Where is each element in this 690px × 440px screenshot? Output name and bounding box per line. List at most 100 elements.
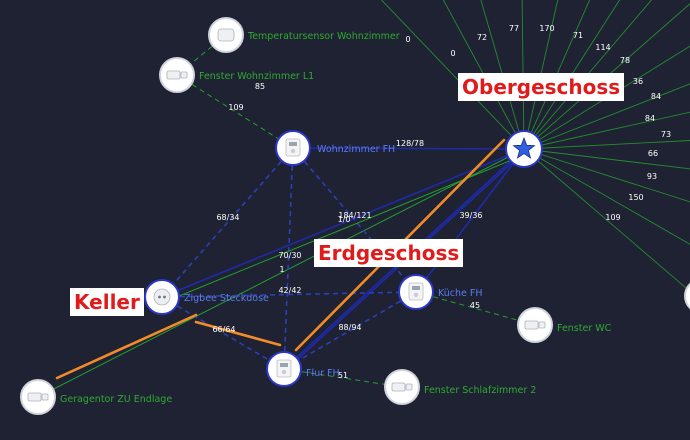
fan-link-line [523,0,653,150]
thermostat-icon [285,138,301,157]
fan-link-line [523,3,690,150]
fan-link-line [523,111,690,150]
link-label: 66/64 [212,325,235,334]
fan-link-label: 73 [661,130,671,139]
plug-icon [153,288,171,306]
fan-link-line [480,0,525,150]
node-flur-fh[interactable]: Flur FH [266,351,340,387]
fan-link-label: 150 [628,193,643,202]
fan-link-label: 72 [477,33,487,42]
node-geragentor[interactable]: Geragentor ZU Endlage [20,379,172,415]
fan-link-label: 36 [633,77,643,86]
node-wohnzimmer-fh[interactable]: Wohnzimmer FH [275,130,395,166]
fan-link-line [523,83,690,150]
link-kueche-fh-flur-fh [283,291,417,370]
link-kueche-fh-coordinator [415,148,525,293]
fan-link-label: 114 [595,43,610,52]
link-wohnzimmer-fh-kueche-fh [292,147,417,293]
link-fenster-wz-wohnzimmer-fh [176,74,294,149]
link-label: 85 [255,82,265,91]
fan-link-line [523,148,690,170]
node-label: Fenster Schlafzimmer 2 [424,385,536,396]
fan-link-label: 71 [573,31,583,40]
node-label: Wohnzimmer FH [317,144,395,155]
node-label: Geragentor ZU Endlage [60,394,172,405]
link-label: 45 [470,301,480,310]
node-label: Flur FH [306,368,340,379]
link-wohnzimmer-fh-zigbee-steckdose [161,147,294,298]
link-label: 70/30 [278,251,301,260]
fan-link-line [521,0,525,150]
contact-sensor-icon [166,70,188,80]
fan-link-line [523,140,690,150]
fan-link-line [523,0,559,150]
temperature-sensor-icon [217,28,235,42]
link-label: 68/34 [216,213,239,222]
link-zigbee-steckdose-kueche-fh [161,291,417,298]
fan-link-label: 0 [405,35,410,44]
link-label: 39/36 [459,211,482,220]
fan-link-label: 77 [509,24,519,33]
fan-link-label: 78 [620,56,630,65]
contact-sensor-icon [524,320,546,330]
link-flur-fh-fenster-sz2 [283,368,403,388]
link-wohnzimmer-fh-coordinator [292,147,525,150]
link-label: 42/42 [278,286,301,295]
fan-link-label: 109 [605,213,620,222]
link-zigbee-steckdose-flur-fh [161,296,285,370]
coordinator-fan-links [380,0,690,293]
thermostat-icon [408,282,424,301]
node-circle [684,282,690,310]
link-label: 109 [228,103,243,112]
highlight-line [55,313,198,380]
fan-link-line [380,0,525,150]
link-label: 51 [338,371,348,380]
link-label: 128/78 [396,139,424,148]
fan-link-line [523,148,690,245]
fan-link-line [523,148,690,203]
callout-obergeschoss: Obergeschoss [458,73,625,101]
star-icon [512,136,536,159]
node-zigbee-steckdose[interactable]: Zigbee Steckdose [144,279,269,315]
link-label: 1/0 [338,215,351,224]
node-fenster-sz2[interactable]: Fenster Schlafzimmer 2 [384,369,536,405]
link-label: 88/94 [338,323,361,332]
node-label: Küche FH [438,288,483,299]
contact-sensor-icon [391,382,413,392]
fan-link-label: 170 [539,24,554,33]
fan-link-line [523,148,690,293]
link-zigbee-steckdose-coordinator [161,154,525,304]
link-zigbee-steckdose-coordinator [161,148,525,298]
node-label: Fenster WC [557,323,612,334]
thermostat-icon [276,359,292,378]
link-kueche-fh-fenster-wc [415,291,536,326]
callout-keller: Keller [70,288,144,316]
node-label: Fenster Wohnzimmer L1 [199,71,314,82]
fan-link-label: 0 [450,49,455,58]
link-geragentor-coordinator [37,148,525,398]
node-kueche-fh[interactable]: Küche FH [398,274,483,310]
link-label: 1 [279,265,284,274]
node-temp-sensor[interactable]: Temperatursensor Wohnzimmer [208,17,400,53]
highlight-line [194,320,282,347]
node-fenster-wz[interactable]: Fenster Wohnzimmer L1 [159,57,314,93]
node-fenster-wc[interactable]: Fenster WC [517,307,612,343]
fan-link-line [442,0,525,150]
fan-link-line [523,0,591,150]
fan-link-label: 84 [645,114,655,123]
fan-link-line [523,0,621,150]
fan-link-label: 84 [651,92,661,101]
link-label: 184/121 [338,211,371,220]
fan-link-label: 66 [648,149,658,158]
node-label: Temperatursensor Wohnzimmer [247,31,400,42]
link-wohnzimmer-fh-flur-fh [283,147,294,370]
node-coordinator[interactable] [505,130,543,168]
node-edge-right[interactable] [684,279,690,313]
node-label: Zigbee Steckdose [184,293,269,304]
contact-sensor-icon [27,392,49,402]
